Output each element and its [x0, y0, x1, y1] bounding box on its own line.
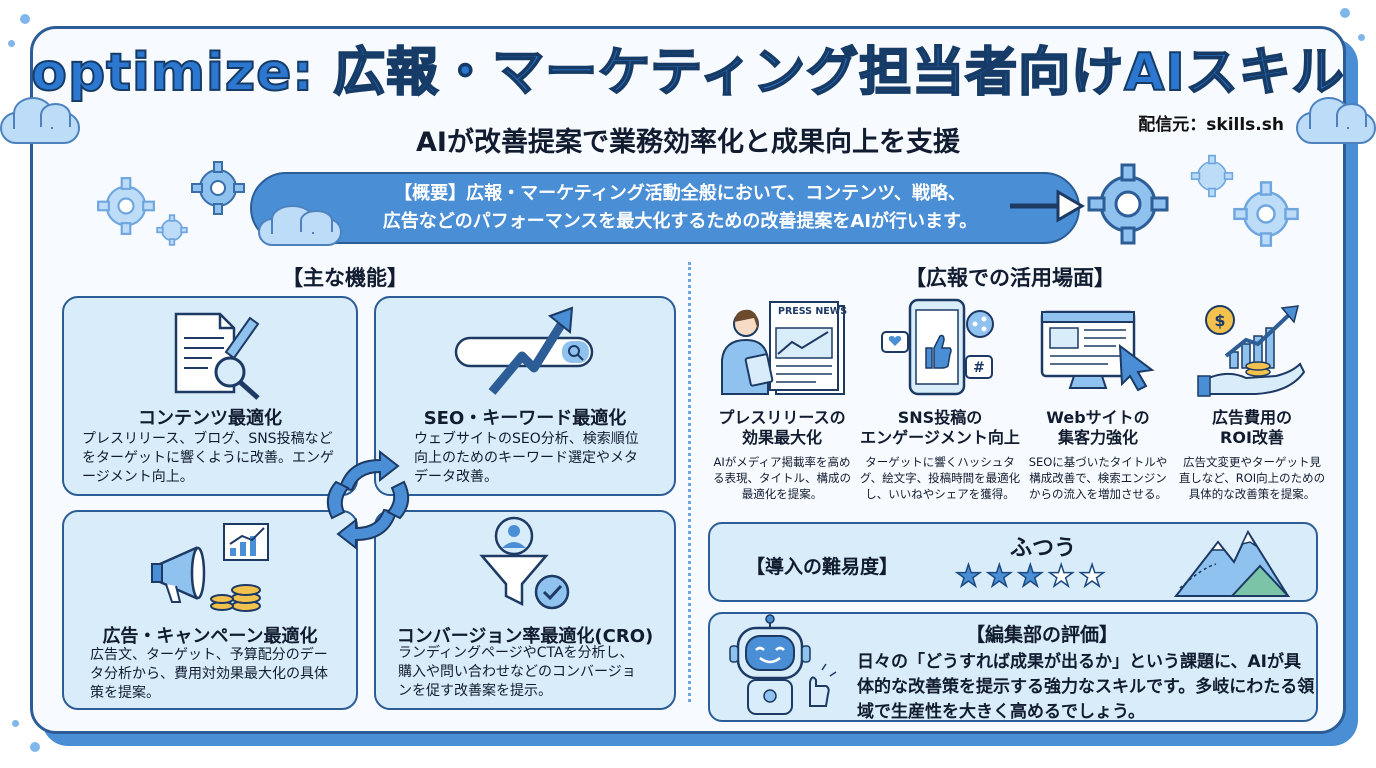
scene-sns-desc: ターゲットに響くハッシュタグ、絵文字、投稿時間を最適化し、いいねやシェアを獲得。: [859, 455, 1021, 501]
star-icon: ★: [985, 559, 1013, 594]
scene-press-desc: AIがメディア掲載率を高める表現、タイトル、構成の最適化を提案。: [713, 455, 851, 501]
decor-dot: [1340, 8, 1350, 18]
scene-press-title-1: プレスリリースの: [718, 408, 846, 427]
overview-line-2: 広告などのパフォーマンスを最大化するための改善提案をAIが行います。: [382, 211, 978, 232]
scene-press-title-2: 効果最大化: [741, 428, 822, 447]
svg-text:$: $: [1214, 311, 1225, 330]
decor-dot: [8, 40, 15, 47]
difficulty-value: ふつう: [1010, 536, 1077, 561]
gear-icon: [1190, 154, 1234, 198]
robot-thumbs-up-icon: [729, 614, 837, 715]
star-icon: ★: [1047, 559, 1075, 594]
scene-press: プレスリリースの 効果最大化 AIがメディア掲載率を高める表現、タイトル、構成の…: [712, 408, 852, 502]
gear-icon: [191, 161, 245, 215]
difficulty-label: 【導入の難易度】: [746, 556, 899, 578]
gear-icon: [1233, 181, 1299, 247]
feature-title-seo: SEO・キーワード最適化: [423, 408, 627, 429]
overview-banner: [250, 172, 1080, 244]
cloud-banner-icon: [258, 205, 342, 246]
scene-roi-title-2: ROI改善: [1220, 428, 1284, 447]
cloud-left-icon: [0, 96, 80, 144]
source-label: 配信元：skills.sh: [1138, 115, 1284, 135]
features-heading: 【主な機能】: [282, 266, 408, 290]
feature-desc-ads: 広告文、ターゲット、予算配分のデータ分析から、費用対効果最大化の具体策を提案。: [90, 647, 328, 701]
feature-desc-cro: ランディングページやCTAを分析し、購入や問い合わせなどのコンバージョンを促す改…: [398, 645, 636, 699]
feature-card-ads: [62, 510, 358, 710]
overview-text: 【概要】広報・マーケティング活動全般において、コンテンツ、戦略、 広告などのパフ…: [330, 180, 1030, 236]
page-subtitle: AIが改善提案で業務効率化と成果向上を支援: [416, 127, 960, 158]
smartphone-sns-icon: #: [881, 298, 994, 396]
decor-dot: [20, 14, 30, 24]
scene-sns-title-1: SNS投稿の: [897, 408, 983, 427]
cloud-right-icon: [1296, 96, 1376, 144]
funnel-icon: [479, 516, 570, 610]
scene-web-title-1: Webサイトの: [1046, 408, 1150, 427]
website-cursor-icon: [1040, 310, 1155, 392]
scene-sns-title-2: エンゲージメント向上: [860, 428, 1020, 447]
scene-web-desc: SEOに基づいたタイトルや構成改善で、検索エンジンからの流入を増加させる。: [1028, 455, 1168, 501]
star-icon: ★: [1078, 559, 1106, 594]
decor-dot: [1358, 34, 1365, 41]
scene-web-title-2: 集客力強化: [1057, 428, 1138, 447]
star-icon: ★: [954, 559, 982, 594]
trending-search-icon: [454, 306, 594, 395]
press-news-icon: [721, 301, 845, 395]
roi-growth-icon: $: [1197, 305, 1306, 397]
arrow-right-icon: [1010, 189, 1085, 223]
scene-web: Webサイトの 集客力強化 SEOに基づいたタイトルや構成改善で、検索エンジンか…: [1024, 408, 1172, 502]
scene-roi: 広告費用の ROI改善 広告文変更やターゲット見直しなど、ROI向上のための具体…: [1178, 408, 1326, 502]
press-news-label: PRESS NEWS: [778, 306, 848, 317]
megaphone-icon: [151, 523, 269, 612]
star-icon: ★: [1016, 559, 1044, 594]
svg-text:#: #: [973, 360, 985, 376]
scenes-heading: 【広報での活用場面】: [905, 266, 1115, 290]
review-heading: 【編集部の評価】: [966, 624, 1119, 646]
gear-icon: [1087, 163, 1169, 245]
feature-title-content: コンテンツ最適化: [138, 408, 282, 429]
scene-roi-title-1: 広告費用の: [1211, 408, 1292, 427]
decor-dot: [12, 720, 19, 727]
gear-icon: [97, 177, 155, 235]
page-title: optimize: 広報・マーケティング担当者向けAIスキル: [30, 42, 1345, 104]
scene-roi-desc: 広告文変更やターゲット見直しなど、ROI向上のための具体的な改善策を提案。: [1178, 455, 1326, 501]
scene-sns: SNS投稿の エンゲージメント向上 ターゲットに響くハッシュタグ、絵文字、投稿時…: [858, 408, 1022, 502]
section-divider: [688, 262, 691, 702]
feature-title-cro: コンバージョン率最適化(CRO): [396, 626, 654, 647]
gear-icon: [156, 214, 188, 246]
feature-desc-seo: ウェブサイトのSEO分析、検索順位向上のためのキーワード選定やメタデータ改善。: [414, 431, 639, 485]
review-text: 日々の「どうすれば成果が出るか」という課題に、AIが具体的な改善策を提示する強力…: [857, 652, 1315, 722]
document-search-icon: [174, 312, 260, 400]
mountain-icon: [1173, 529, 1291, 597]
feature-title-ads: 広告・キャンペーン最適化: [102, 626, 318, 647]
difficulty-stars: ★ ★ ★ ★ ★: [954, 559, 1106, 594]
feature-desc-content: プレスリリース、ブログ、SNS投稿などをターゲットに響くように改善。エンゲージメ…: [82, 431, 334, 485]
overview-line-1: 【概要】広報・マーケティング活動全般において、コンテンツ、戦略、: [394, 183, 966, 204]
decor-dot: [30, 742, 40, 752]
cycle-arrows-icon: [326, 449, 410, 551]
feature-card-seo: [374, 296, 676, 496]
